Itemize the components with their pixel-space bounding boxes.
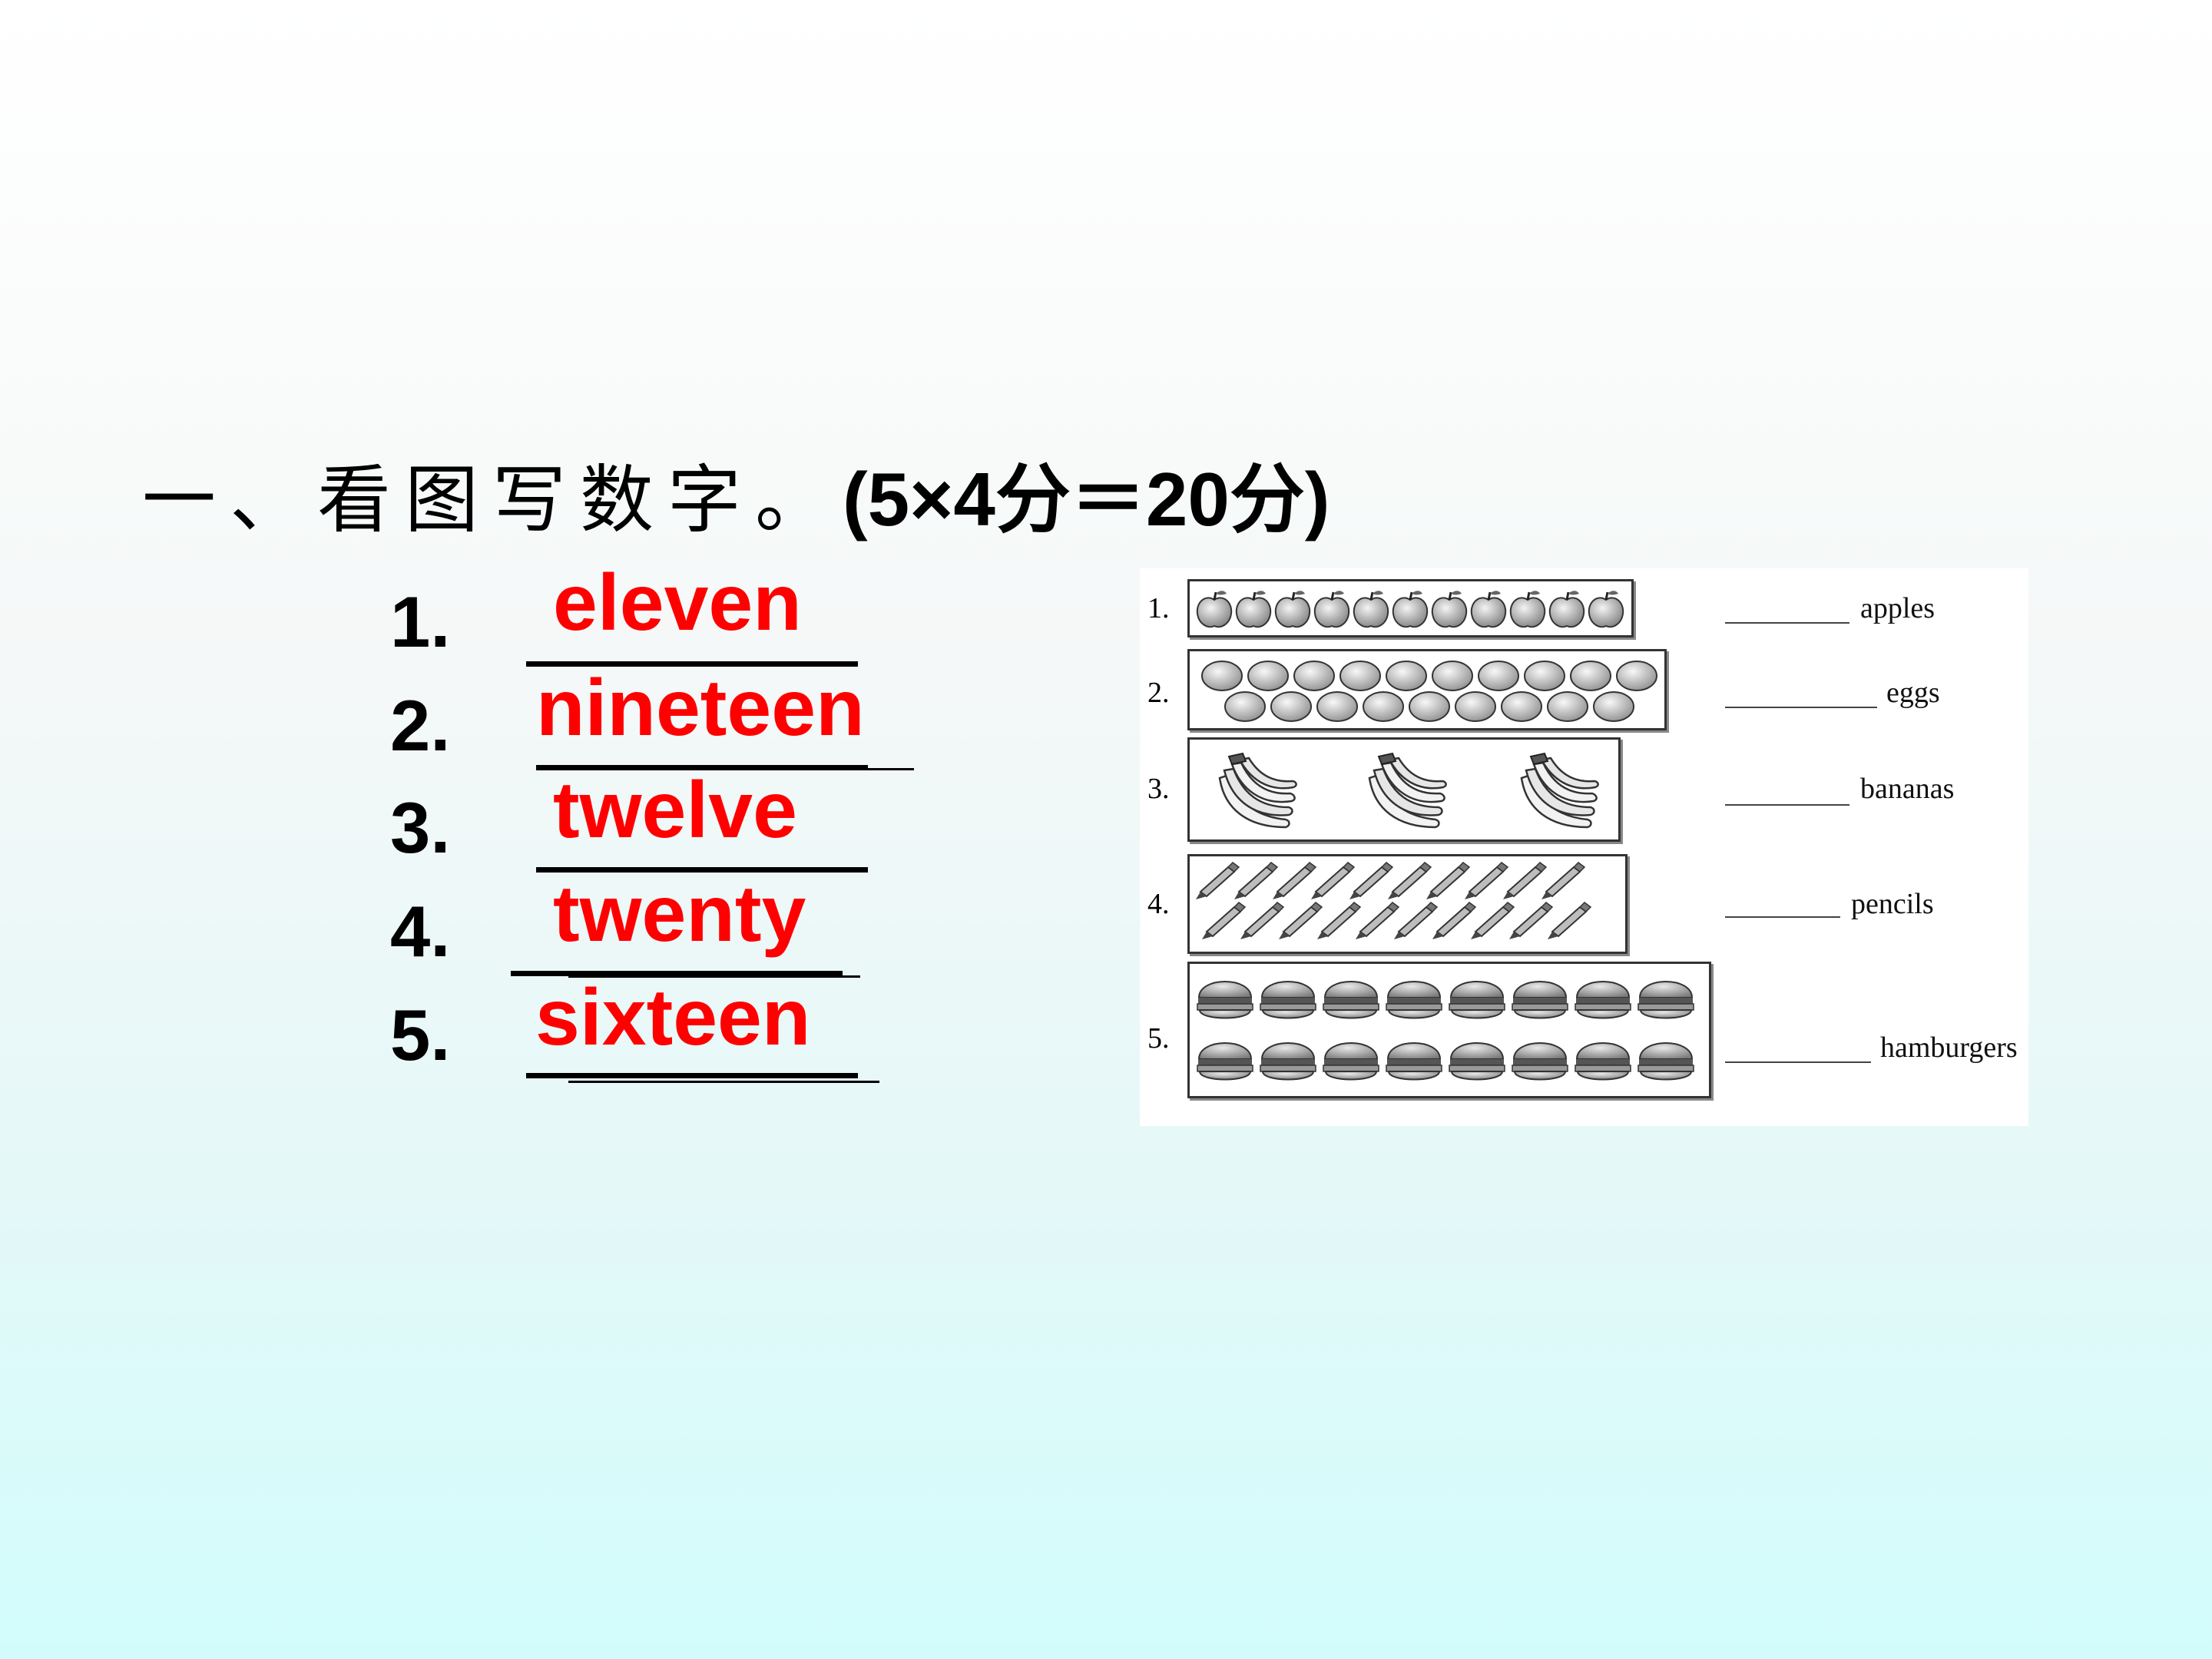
pencils-box bbox=[1187, 854, 1628, 954]
worksheet-blank[interactable] bbox=[1725, 622, 1849, 624]
answer-blank[interactable] bbox=[536, 867, 868, 873]
answer-blank[interactable] bbox=[536, 765, 868, 770]
answer-blank[interactable] bbox=[511, 971, 843, 976]
answer-list: 1. eleven 2. nineteen 3. twelve 4. twent… bbox=[0, 0, 922, 1114]
bananas-box bbox=[1187, 737, 1621, 842]
pencil-icon bbox=[1195, 862, 1591, 940]
answer-number: 2. bbox=[390, 685, 451, 766]
answer-number: 1. bbox=[390, 581, 451, 662]
answer-word: twelve bbox=[553, 766, 797, 855]
answer-blank[interactable] bbox=[526, 1073, 858, 1078]
worksheet-row-number: 4. bbox=[1147, 888, 1170, 920]
apples-box bbox=[1187, 579, 1634, 637]
worksheet-row-number: 3. bbox=[1147, 773, 1170, 805]
worksheet-blank[interactable] bbox=[1725, 707, 1877, 708]
answer-word: nineteen bbox=[536, 664, 865, 753]
answer-blank-extension bbox=[568, 975, 860, 978]
worksheet-blank[interactable] bbox=[1725, 916, 1840, 918]
worksheet-row-eggs: 2. eggs bbox=[1140, 645, 2028, 730]
hamburger-icon bbox=[1197, 981, 1694, 1081]
answer-number: 4. bbox=[390, 891, 451, 972]
worksheet-row-hamburgers: 5. bbox=[1140, 960, 2028, 1126]
answer-blank-extension bbox=[568, 1081, 879, 1083]
worksheet-row-apples: 1. bbox=[1140, 568, 2028, 645]
answer-word: sixteen bbox=[535, 973, 811, 1062]
exercise-title: 一、看图写数字。(5×4分＝20分) bbox=[142, 449, 1330, 549]
worksheet-blank[interactable] bbox=[1725, 1061, 1871, 1063]
answer-row-2: 2. nineteen bbox=[0, 657, 922, 770]
answer-number: 3. bbox=[390, 787, 451, 868]
answer-blank[interactable] bbox=[526, 661, 858, 667]
hamburgers-box bbox=[1187, 962, 1711, 1098]
exercise-score: (5×4分＝20分) bbox=[843, 457, 1330, 541]
worksheet-row-number: 1. bbox=[1147, 592, 1170, 624]
worksheet-label: bananas bbox=[1860, 773, 1955, 805]
worksheet-row-bananas: 3. bananas bbox=[1140, 733, 2028, 845]
banana-bunch-icon bbox=[1218, 752, 1599, 829]
worksheet-image: 1. bbox=[1140, 568, 2028, 1126]
worksheet-row-number: 5. bbox=[1147, 1022, 1170, 1055]
worksheet-blank[interactable] bbox=[1725, 804, 1849, 806]
answer-row-5: 5. sixteen bbox=[0, 966, 922, 1083]
worksheet-row-number: 2. bbox=[1147, 677, 1170, 709]
apple-icon bbox=[1196, 589, 1624, 628]
worksheet-row-pencils: 4. bbox=[1140, 849, 2028, 956]
answer-number: 5. bbox=[390, 995, 451, 1075]
answer-word: twenty bbox=[553, 869, 806, 959]
worksheet-label: apples bbox=[1860, 592, 1936, 624]
answer-row-1: 1. eleven bbox=[0, 553, 922, 667]
answer-row-4: 4. twenty bbox=[0, 863, 922, 978]
worksheet-label: eggs bbox=[1886, 677, 1940, 709]
exercise-instruction: 一、看图写数字。 bbox=[142, 457, 843, 543]
worksheet-label: hamburgers bbox=[1880, 1031, 2018, 1064]
answer-blank-extension bbox=[868, 768, 914, 770]
egg-icon bbox=[1201, 661, 1657, 722]
answer-row-3: 3. twelve bbox=[0, 759, 922, 873]
eggs-box bbox=[1187, 649, 1667, 730]
answer-word: eleven bbox=[553, 558, 802, 647]
worksheet-label: pencils bbox=[1851, 888, 1934, 920]
